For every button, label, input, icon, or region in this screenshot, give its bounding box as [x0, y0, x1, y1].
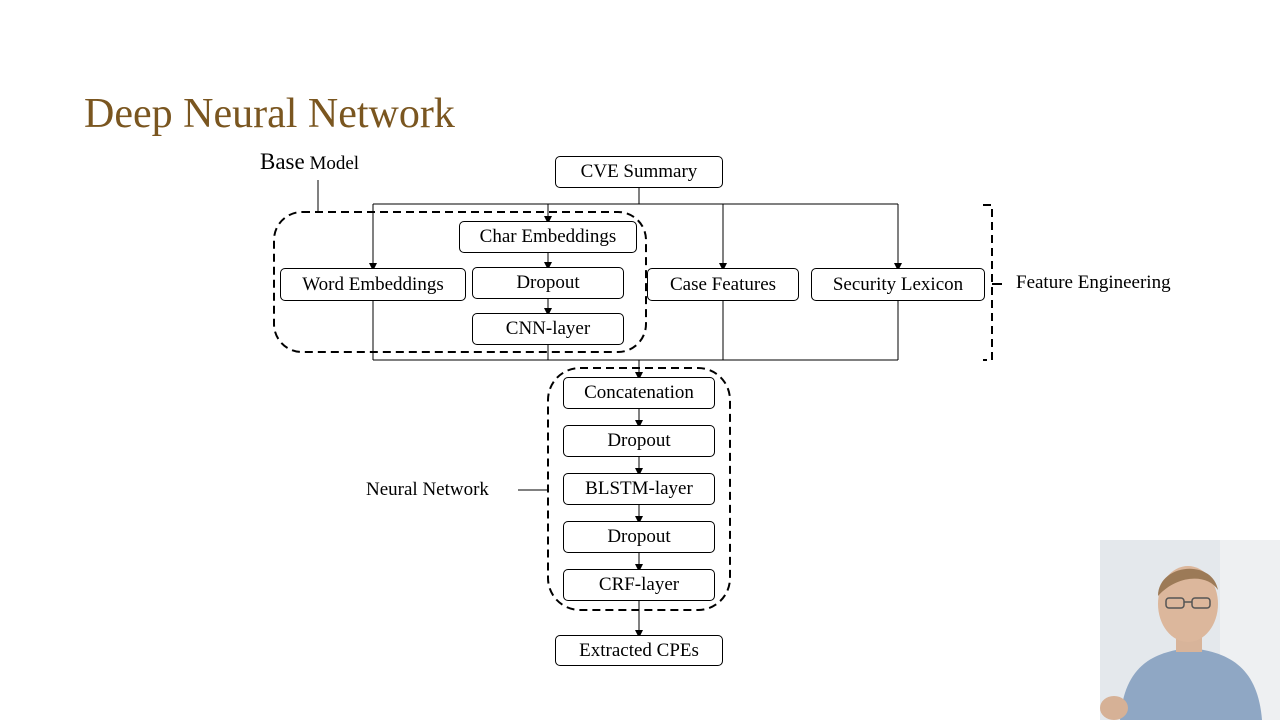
- node-dropout-3: Dropout: [563, 521, 715, 553]
- node-blstm-layer: BLSTM-layer: [563, 473, 715, 505]
- node-dropout-2: Dropout: [563, 425, 715, 457]
- node-extracted-cpes: Extracted CPEs: [555, 635, 723, 666]
- node-cnn-layer: CNN-layer: [472, 313, 624, 345]
- feature-engineering-bracket: [983, 204, 993, 361]
- node-concatenation: Concatenation: [563, 377, 715, 409]
- node-char-embeddings: Char Embeddings: [459, 221, 637, 253]
- node-cve-summary: CVE Summary: [555, 156, 723, 188]
- presenter-video-feed: [1100, 540, 1280, 720]
- presenter-silhouette-icon: [1100, 540, 1280, 720]
- base-model-label-big: Base: [260, 149, 305, 174]
- node-security-lexicon: Security Lexicon: [811, 268, 985, 301]
- base-model-label-small: Model: [309, 153, 360, 174]
- node-word-embeddings: Word Embeddings: [280, 268, 466, 301]
- node-case-features: Case Features: [647, 268, 799, 301]
- feature-engineering-label: Feature Engineering: [1016, 272, 1171, 293]
- slide-title: Deep Neural Network: [84, 91, 455, 137]
- base-model-label: Base Model: [260, 150, 359, 176]
- node-dropout-1: Dropout: [472, 267, 624, 299]
- node-crf-layer: CRF-layer: [563, 569, 715, 601]
- neural-network-label: Neural Network: [366, 479, 489, 500]
- base-model-group: [273, 211, 647, 353]
